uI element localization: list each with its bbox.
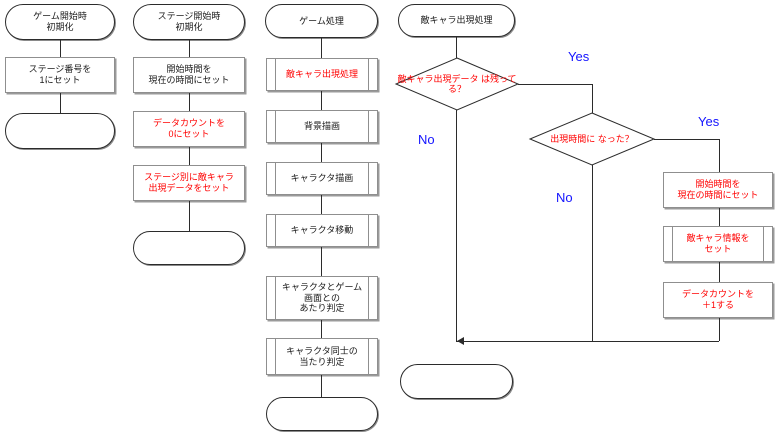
connector-c4-a xyxy=(456,37,457,58)
process-set-stage-number: ステージ番号を 1にセット xyxy=(5,57,115,93)
connector-d2-no-v xyxy=(592,165,593,341)
decision-is-spawn-time: 出現時間に なった？ xyxy=(528,112,656,166)
connector-d1-no-v xyxy=(456,110,457,341)
terminal-enemy-spawn-process-end xyxy=(400,364,513,399)
branch-label-d2-yes: Yes xyxy=(698,114,720,129)
branch-label-d1-yes: Yes xyxy=(568,49,590,64)
connector-c3-g xyxy=(321,375,322,397)
connector-merge-h xyxy=(456,341,719,342)
connector-c2-c xyxy=(189,147,190,165)
subprocess-enemy-spawn: 敵キャラ出現処理 xyxy=(266,58,378,91)
process-set-stage-spawn-data: ステージ別に敵キャラ 出現データをセット xyxy=(133,165,245,201)
process-reset-data-count: データカウントを 0にセット xyxy=(133,111,245,147)
connector-c4-b xyxy=(719,208,720,226)
diamond-shape-1 xyxy=(394,57,520,111)
subprocess-move-character: キャラクタ移動 xyxy=(266,214,378,247)
subprocess-draw-background: 背景描画 xyxy=(266,110,378,143)
terminal-game-start-init-label: ゲーム開始時 初期化 xyxy=(33,11,87,32)
connector-c3-a xyxy=(321,38,322,58)
terminal-enemy-spawn-process: 敵キャラ出現処理 xyxy=(398,4,515,37)
connector-c4-d xyxy=(719,318,720,341)
terminal-stage-start-init-end xyxy=(133,231,245,265)
connector-c2-b xyxy=(189,93,190,111)
process-set-start-time-right: 開始時間を 現在の時間にセット xyxy=(663,172,773,208)
connector-c1-a xyxy=(60,40,61,57)
connector-c2-a xyxy=(189,40,190,57)
decision-has-remaining-spawn-data: 敵キャラ出現データ は残ってる？ xyxy=(394,57,520,111)
connector-c3-c xyxy=(321,143,322,162)
connector-d1-yes-v xyxy=(592,84,593,113)
terminal-game-start-init-end xyxy=(5,113,115,149)
connector-c3-e xyxy=(321,247,322,276)
terminal-game-process-end xyxy=(266,397,378,431)
connector-c4-c xyxy=(719,262,720,282)
connector-d2-yes-h xyxy=(654,139,719,140)
terminal-game-start-init: ゲーム開始時 初期化 xyxy=(5,4,115,40)
connector-c3-b xyxy=(321,91,322,110)
connector-c3-f xyxy=(321,320,322,338)
process-increment-data-count: データカウントを ＋1する xyxy=(663,282,773,318)
connector-d2-yes-v xyxy=(719,139,720,172)
terminal-game-process: ゲーム処理 xyxy=(265,4,378,38)
branch-label-d1-no: No xyxy=(418,132,435,147)
connector-d1-yes-h xyxy=(518,84,592,85)
terminal-stage-start-init: ステージ開始時 初期化 xyxy=(133,4,245,40)
process-set-start-time: 開始時間を 現在の時間にセット xyxy=(133,57,245,93)
connector-c3-d xyxy=(321,195,322,214)
subprocess-draw-character: キャラクタ描画 xyxy=(266,162,378,195)
subprocess-character-character-collision: キャラクタ同士の 当たり判定 xyxy=(266,338,378,375)
subprocess-character-screen-collision: キャラクタとゲーム 画面との あたり判定 xyxy=(266,276,378,320)
connector-c2-d xyxy=(189,201,190,231)
arrowhead-merge xyxy=(457,337,464,345)
subprocess-set-enemy-info: 敵キャラ情報を セット xyxy=(663,226,773,262)
branch-label-d2-no: No xyxy=(556,190,573,205)
connector-c1-b xyxy=(60,93,61,113)
